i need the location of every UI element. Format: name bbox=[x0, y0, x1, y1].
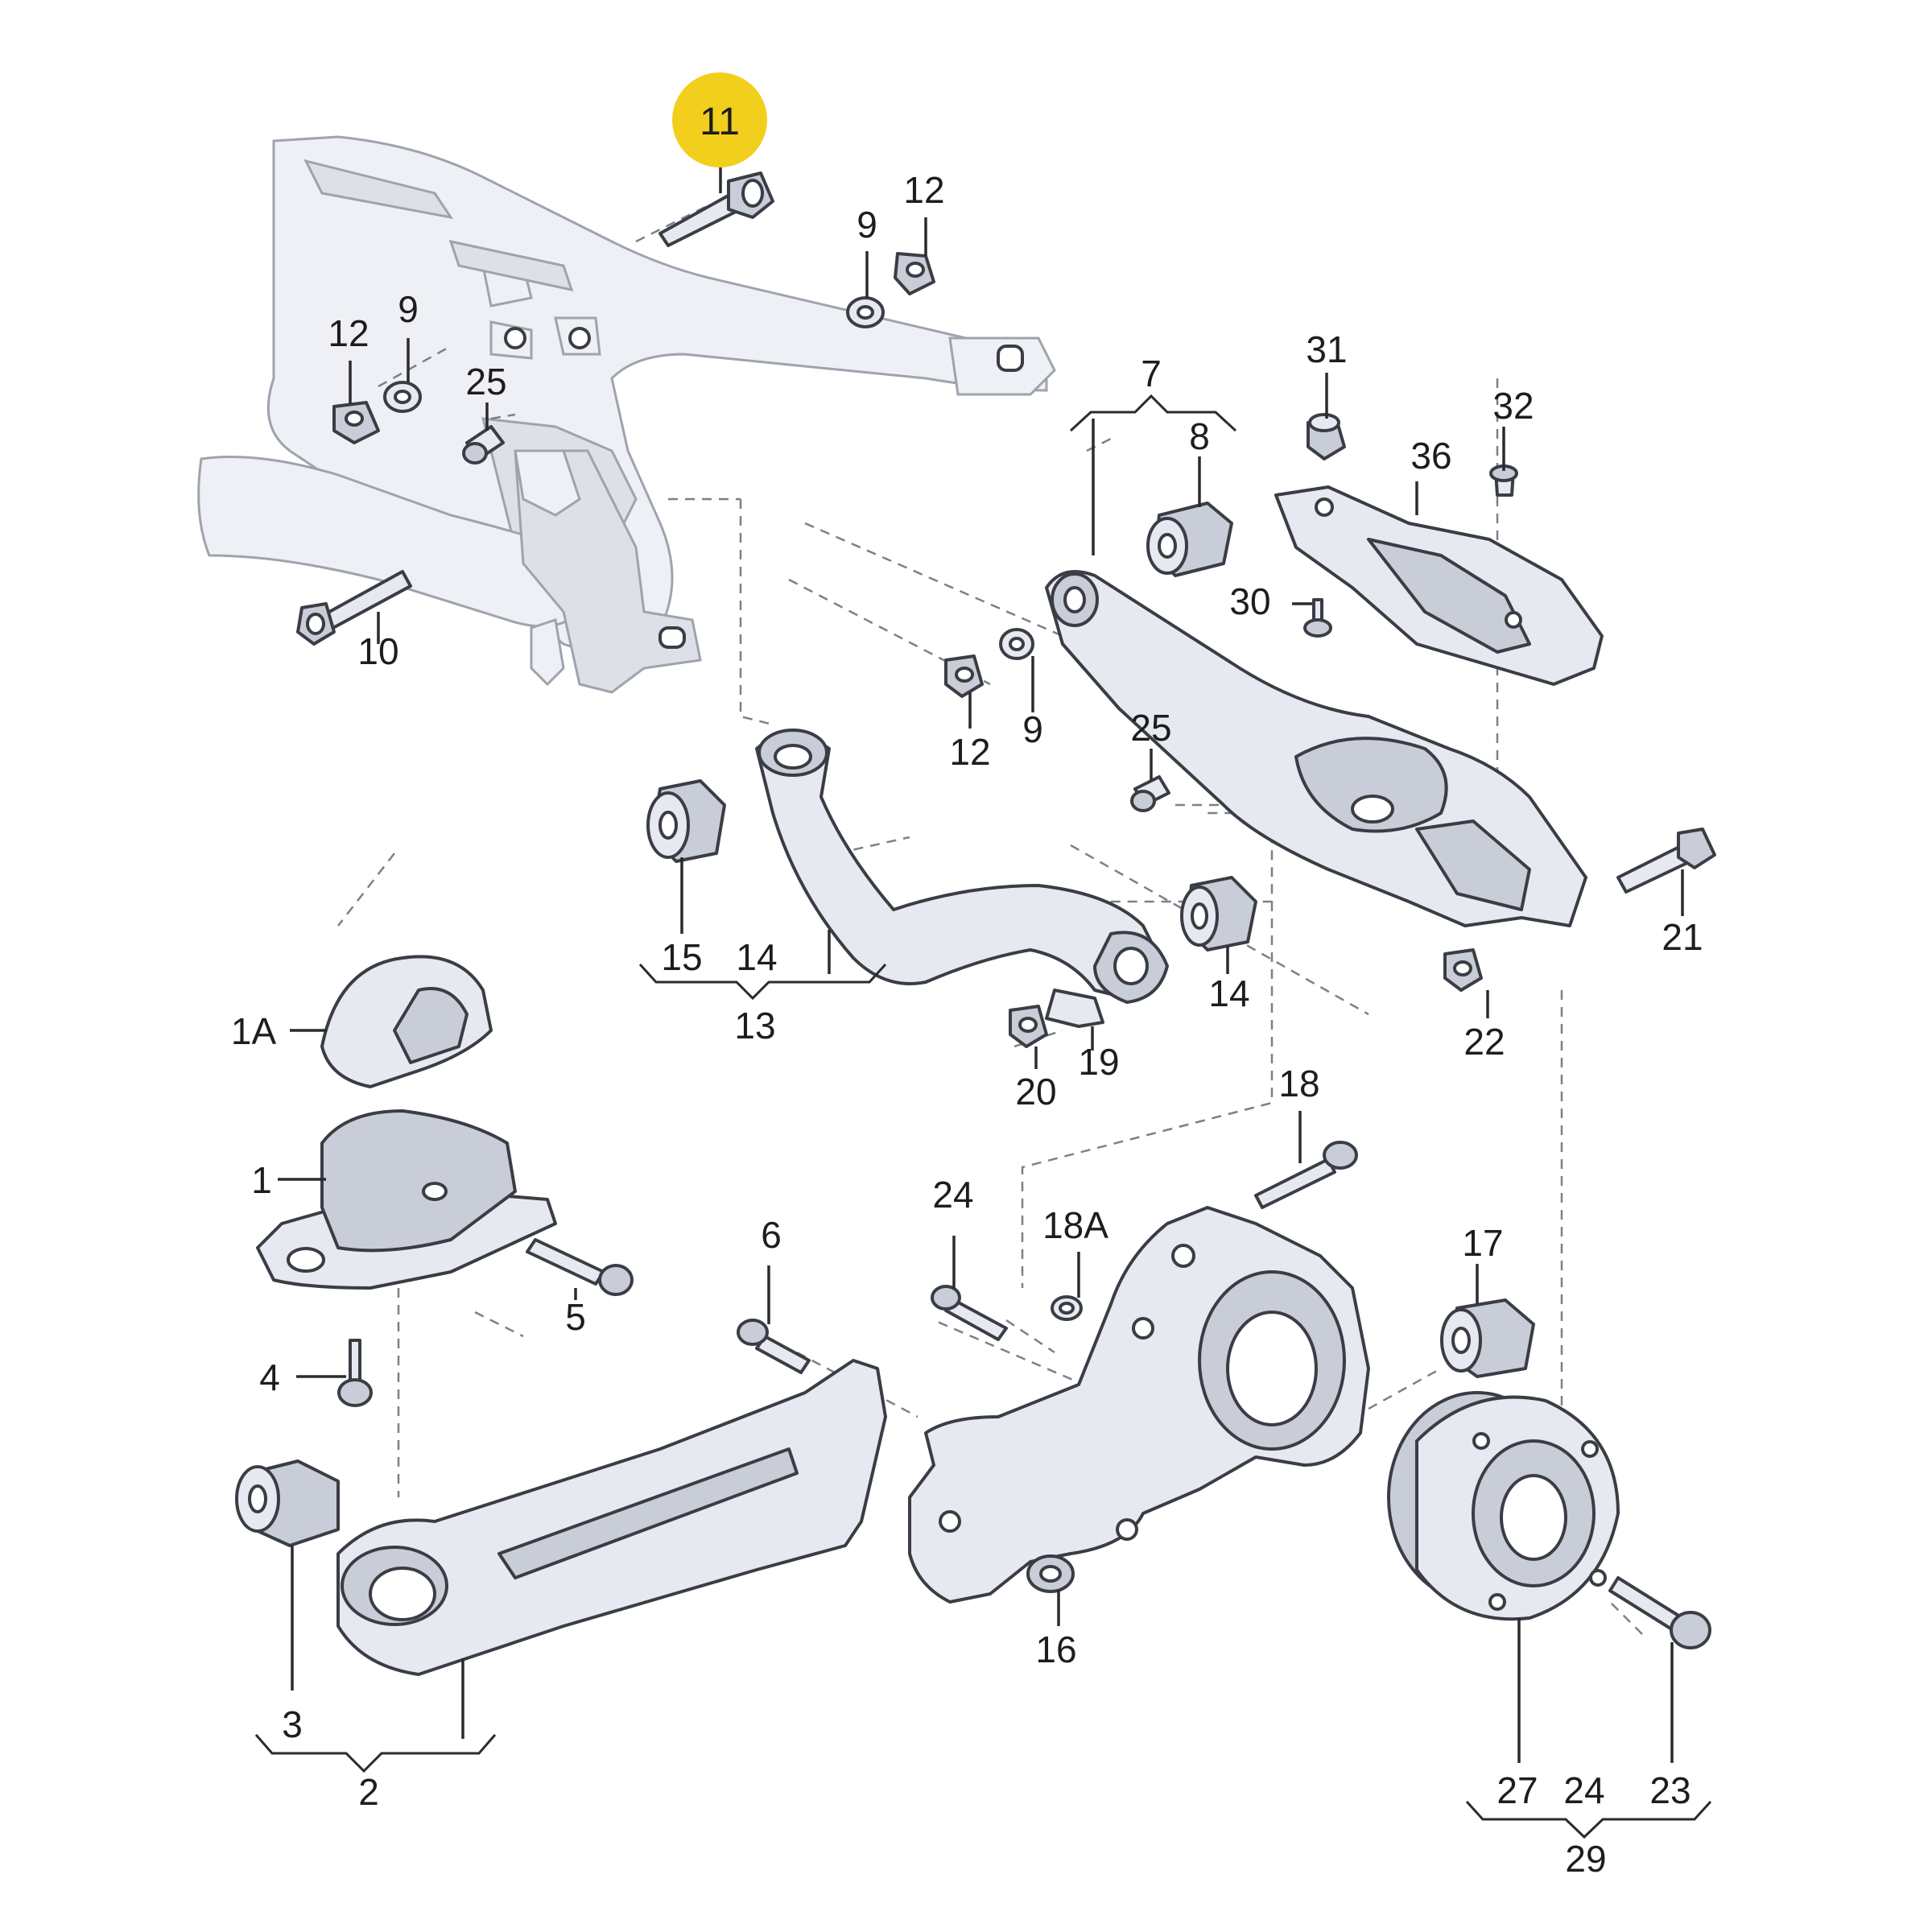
nut-20 bbox=[1009, 1005, 1048, 1048]
nut-31 bbox=[1307, 413, 1346, 460]
callout-10: 10 bbox=[357, 630, 398, 672]
wheel-knuckle-16 bbox=[908, 1206, 1370, 1604]
callout-5: 5 bbox=[565, 1296, 586, 1338]
upper-control-arm-13 bbox=[755, 729, 1169, 1004]
plate-19 bbox=[1045, 989, 1104, 1028]
callout-31: 31 bbox=[1306, 328, 1347, 370]
callout-20: 20 bbox=[1015, 1071, 1056, 1113]
callout-2: 2 bbox=[358, 1771, 379, 1813]
bolt-18 bbox=[1254, 1141, 1358, 1209]
bushing-15 bbox=[646, 779, 726, 863]
nut-22 bbox=[1443, 948, 1483, 992]
callout-17: 17 bbox=[1462, 1222, 1503, 1264]
callout-12a: 12 bbox=[903, 169, 944, 211]
wheel-hub-29 bbox=[1387, 1391, 1620, 1621]
bushing-3 bbox=[235, 1459, 340, 1547]
bolt-4 bbox=[337, 1339, 373, 1407]
bolt-11 bbox=[658, 171, 774, 247]
callout-11: 11 bbox=[700, 101, 740, 143]
callout-9c: 9 bbox=[1022, 708, 1043, 750]
callout-3: 3 bbox=[282, 1703, 303, 1745]
bolt-6 bbox=[737, 1319, 811, 1374]
cover-1a bbox=[320, 955, 493, 1088]
lower-control-arm-7 bbox=[1045, 570, 1587, 927]
bracket-1 bbox=[256, 1109, 557, 1290]
bushing-17 bbox=[1440, 1298, 1535, 1378]
hub-bolt-23 bbox=[1608, 1576, 1711, 1649]
callout-32: 32 bbox=[1492, 385, 1534, 427]
bolt-24a bbox=[931, 1285, 1008, 1341]
bushing-14 bbox=[1180, 876, 1257, 952]
callout-19: 19 bbox=[1078, 1041, 1119, 1083]
callout-1: 1 bbox=[251, 1159, 272, 1201]
nut-12c bbox=[944, 654, 984, 698]
bolt-30 bbox=[1303, 598, 1332, 638]
bolt-10 bbox=[296, 570, 412, 646]
washer-9a bbox=[846, 296, 885, 328]
callout-30: 30 bbox=[1229, 580, 1270, 622]
trailing-arm-2 bbox=[336, 1359, 887, 1676]
callout-25a: 25 bbox=[465, 361, 506, 402]
callout-22: 22 bbox=[1463, 1021, 1505, 1063]
callout-12c: 12 bbox=[949, 731, 990, 773]
callout-16: 16 bbox=[1035, 1629, 1076, 1670]
callout-36: 36 bbox=[1410, 435, 1451, 477]
nut-12b bbox=[332, 401, 380, 444]
callout-8: 8 bbox=[1189, 415, 1210, 457]
clip-32 bbox=[1489, 464, 1518, 497]
bushing-8 bbox=[1146, 502, 1233, 577]
callout-25b: 25 bbox=[1130, 707, 1171, 749]
callout-12b: 12 bbox=[328, 312, 369, 354]
callout-24b: 24 bbox=[1563, 1769, 1604, 1811]
nut-12a bbox=[894, 252, 935, 295]
callout-1a: 1A bbox=[231, 1010, 277, 1052]
callout-18: 18 bbox=[1278, 1063, 1319, 1104]
callout-18a: 18A bbox=[1042, 1204, 1108, 1246]
callout-29: 29 bbox=[1565, 1838, 1606, 1880]
callout-24a: 24 bbox=[932, 1174, 973, 1216]
callout-6: 6 bbox=[761, 1214, 782, 1256]
callout-27: 27 bbox=[1496, 1769, 1538, 1811]
callout-15: 15 bbox=[661, 936, 702, 978]
callout-14a: 14 bbox=[736, 936, 777, 978]
callout-21: 21 bbox=[1662, 916, 1703, 958]
subframe bbox=[197, 135, 1056, 694]
pin-25a bbox=[462, 425, 505, 464]
bracket-36 bbox=[1274, 485, 1604, 686]
group-braces bbox=[254, 394, 1712, 1839]
callout-9a: 9 bbox=[857, 204, 877, 246]
callout-14b: 14 bbox=[1208, 972, 1249, 1014]
washer-9b bbox=[383, 381, 422, 413]
callout-7: 7 bbox=[1141, 353, 1162, 394]
callout-labels: 11 12 9 12 9 25 10 7 8 31 32 36 30 12 9 … bbox=[231, 101, 1703, 1880]
washer-18a bbox=[1051, 1295, 1083, 1321]
bolt-21 bbox=[1616, 828, 1716, 894]
bolt-5 bbox=[526, 1238, 634, 1296]
callout-4: 4 bbox=[259, 1356, 280, 1398]
leader-lines bbox=[278, 153, 1684, 1763]
callout-13: 13 bbox=[734, 1005, 775, 1046]
pin-25b bbox=[1130, 775, 1170, 812]
washer-9c bbox=[999, 628, 1034, 660]
callout-23: 23 bbox=[1649, 1769, 1690, 1811]
highlight-marker bbox=[672, 72, 767, 167]
callout-9b: 9 bbox=[398, 288, 419, 330]
